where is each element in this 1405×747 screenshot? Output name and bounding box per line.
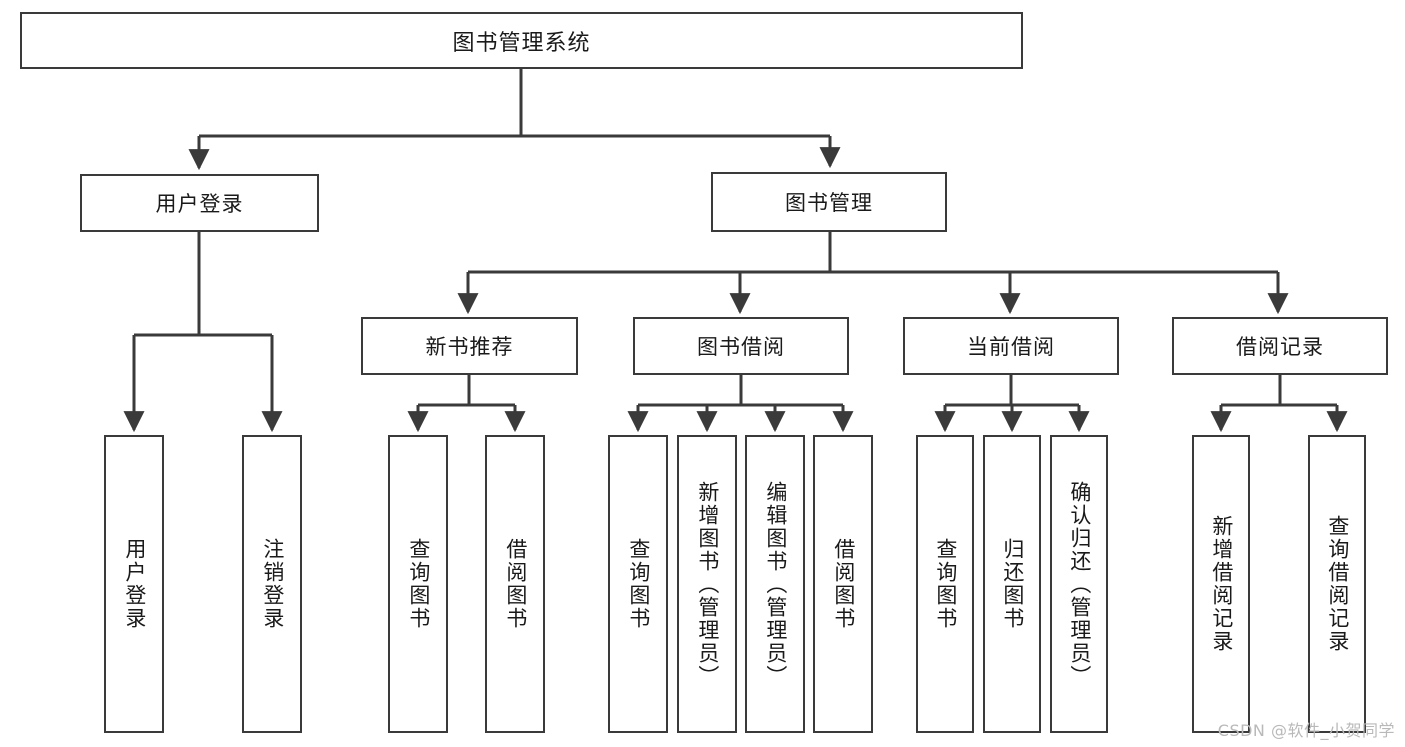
- leaf-node[interactable]: 借阅图书: [813, 435, 873, 733]
- node-new-book-recommend[interactable]: 新书推荐: [361, 317, 578, 375]
- leaf-label: 借阅图书: [831, 538, 856, 630]
- leaf-label: 注销登录: [260, 538, 285, 630]
- node-borrow-record[interactable]: 借阅记录: [1172, 317, 1388, 375]
- node-current-borrow[interactable]: 当前借阅: [903, 317, 1119, 375]
- leaf-node[interactable]: 查询图书: [608, 435, 668, 733]
- leaf-label: 查询图书: [933, 538, 958, 630]
- node-user-login[interactable]: 用户登录: [80, 174, 319, 232]
- leaf-node[interactable]: 新增借阅记录: [1192, 435, 1250, 733]
- leaf-label: 归还图书: [1000, 538, 1025, 630]
- leaf-label: 新增借阅记录: [1209, 515, 1234, 653]
- leaf-label: 查询图书: [626, 538, 651, 630]
- leaf-node[interactable]: 确认归还（管理员）: [1050, 435, 1108, 733]
- node-book-borrow[interactable]: 图书借阅: [633, 317, 849, 375]
- leaf-label: 查询图书: [406, 538, 431, 630]
- leaf-node[interactable]: 查询图书: [388, 435, 448, 733]
- leaf-node[interactable]: 查询图书: [916, 435, 974, 733]
- leaf-label: 编辑图书（管理员）: [763, 480, 788, 688]
- leaf-label: 用户登录: [122, 538, 147, 630]
- leaf-label: 查询借阅记录: [1325, 515, 1350, 653]
- leaf-node[interactable]: 查询借阅记录: [1308, 435, 1366, 733]
- leaf-node[interactable]: 用户登录: [104, 435, 164, 733]
- leaf-label: 确认归还（管理员）: [1067, 480, 1092, 688]
- leaf-node[interactable]: 新增图书（管理员）: [677, 435, 737, 733]
- watermark-text: CSDN @软件_小贺同学: [1217, 721, 1395, 740]
- leaf-node[interactable]: 编辑图书（管理员）: [745, 435, 805, 733]
- leaf-label: 新增图书（管理员）: [695, 480, 720, 688]
- node-root-system[interactable]: 图书管理系统: [20, 12, 1023, 69]
- node-book-management[interactable]: 图书管理: [711, 172, 947, 232]
- leaf-node[interactable]: 借阅图书: [485, 435, 545, 733]
- leaf-node[interactable]: 注销登录: [242, 435, 302, 733]
- leaf-label: 借阅图书: [503, 538, 528, 630]
- leaf-node[interactable]: 归还图书: [983, 435, 1041, 733]
